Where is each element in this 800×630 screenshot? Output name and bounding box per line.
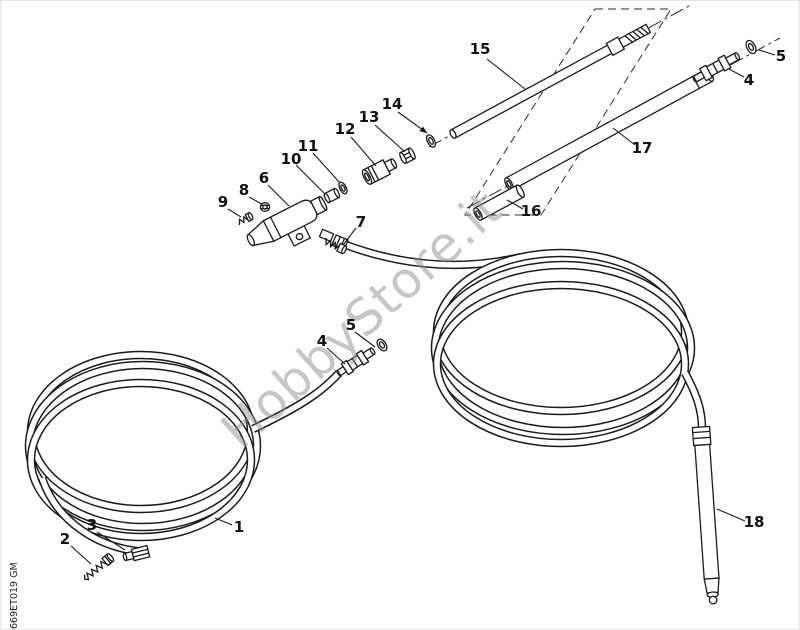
right-coiled-hose [344,241,707,448]
part-12-coupling [361,158,398,186]
callout-15: 15 [470,40,491,58]
centerlines [428,5,781,209]
callout-5-mid: 5 [346,316,356,334]
part-3-plug [122,544,151,562]
plate-code: 669ET019 GM [9,562,20,629]
callout-11: 11 [298,137,319,155]
part-5-oring-top [745,39,757,55]
callout-3: 3 [87,516,97,534]
leader-lines [70,49,776,565]
part-5-oring-mid [376,338,388,352]
callout-1: 1 [234,518,244,536]
callout-13: 13 [359,108,380,126]
callout-4-top: 4 [744,71,754,89]
part-6-spray-head [246,195,328,247]
callout-10: 10 [281,150,302,168]
part-16-hose-piece [473,184,525,221]
callout-18: 18 [744,513,765,531]
callout-12: 12 [335,120,356,138]
part-10-bushing [323,187,341,204]
hose-ferrule [318,228,335,243]
callout-5-top: 5 [776,47,786,65]
part-9-screw [238,211,254,226]
callout-2: 2 [60,530,70,548]
arrowhead-14 [419,126,427,133]
part-1-coiled-hose [24,350,343,557]
callout-7: 7 [356,213,366,231]
part-11-oring [338,181,348,195]
part-4-coupling-top [692,51,741,83]
part-14-washer [425,134,437,148]
part-8-nut [259,202,271,212]
callout-9: 9 [218,193,228,211]
callout-14: 14 [382,95,403,113]
part-18-handle-tube [691,425,720,605]
part-7-screw [325,237,348,255]
callout-16: 16 [521,202,542,220]
part-2-screw [84,553,115,581]
callout-17: 17 [632,139,653,157]
callout-4-mid: 4 [317,332,327,350]
callout-6: 6 [259,169,269,187]
assembly-frame [464,8,672,216]
part-15-tube [449,23,652,139]
callout-8: 8 [239,181,249,199]
part-13-nut [399,147,416,165]
callout-labels: 15 5 4 14 13 12 17 11 10 16 6 8 9 7 5 4 … [60,40,786,548]
